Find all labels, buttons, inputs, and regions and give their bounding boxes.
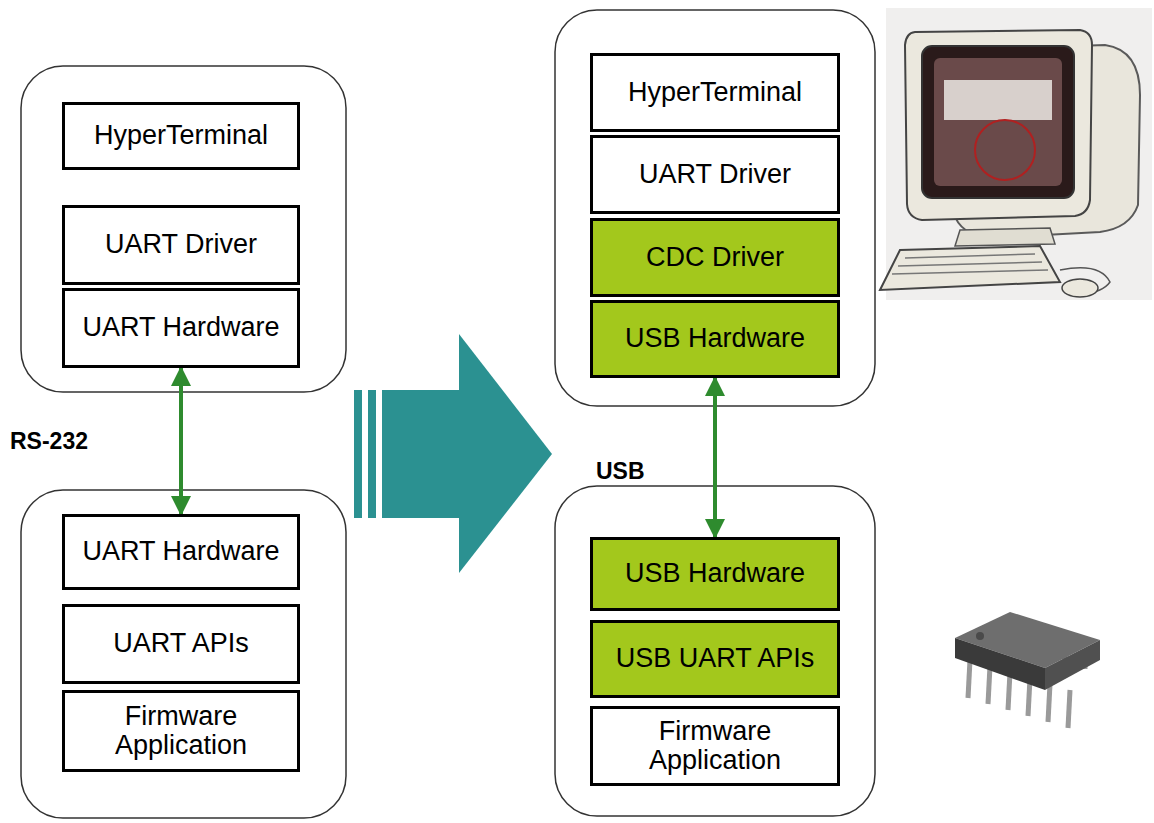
pc-container bbox=[21, 66, 346, 392]
arrow-stripe bbox=[368, 390, 376, 518]
chip-end bbox=[1045, 640, 1100, 690]
layer-box: UART Hardware bbox=[62, 288, 300, 368]
layer-label: HyperTerminal bbox=[94, 121, 268, 150]
link-arrow bbox=[713, 378, 717, 537]
chip-side bbox=[955, 638, 1045, 690]
link-arrow bbox=[179, 368, 183, 514]
layer-label: CDC Driver bbox=[646, 243, 784, 272]
layer-label: HyperTerminal bbox=[628, 78, 802, 107]
layer-box: UART Driver bbox=[62, 205, 300, 285]
layer-box: UART Hardware bbox=[62, 514, 300, 590]
layer-label: UART Hardware bbox=[82, 313, 279, 342]
keyboard bbox=[880, 246, 1060, 290]
mouse bbox=[1062, 279, 1098, 297]
chip-notch bbox=[976, 632, 984, 640]
arrow-head bbox=[459, 334, 552, 573]
layer-label: Firmware Application bbox=[599, 717, 831, 775]
monitor-stand bbox=[955, 228, 1055, 246]
layer-box: USB Hardware bbox=[590, 300, 840, 378]
layer-label: Firmware Application bbox=[71, 702, 291, 760]
link-name: USB bbox=[596, 458, 645, 485]
layer-box: HyperTerminal bbox=[590, 53, 840, 132]
arrow-stripe bbox=[354, 390, 362, 518]
screen-glow bbox=[934, 58, 1062, 186]
screen-circle bbox=[975, 120, 1035, 180]
link-name: RS-232 bbox=[10, 428, 88, 455]
arrow-body bbox=[382, 390, 460, 518]
layer-box: CDC Driver bbox=[590, 218, 840, 297]
layer-label: UART APIs bbox=[113, 629, 249, 658]
computer-illustration bbox=[880, 8, 1152, 300]
layer-box: USB Hardware bbox=[590, 537, 840, 611]
monitor-front bbox=[905, 30, 1092, 220]
layer-box: UART Driver bbox=[590, 135, 840, 214]
keyboard-keys bbox=[892, 254, 1048, 274]
layer-label: UART Driver bbox=[105, 230, 257, 259]
pc-container bbox=[555, 10, 875, 406]
device-container bbox=[21, 490, 346, 818]
layer-box: UART APIs bbox=[62, 604, 300, 684]
layer-label: UART Hardware bbox=[82, 537, 279, 566]
layer-box: USB UART APIs bbox=[590, 620, 840, 698]
monitor-screen bbox=[922, 46, 1074, 198]
layer-box: Firmware Application bbox=[62, 690, 300, 772]
layer-label: USB Hardware bbox=[625, 559, 805, 588]
layer-label: USB Hardware bbox=[625, 324, 805, 353]
layer-label: UART Driver bbox=[639, 160, 791, 189]
chip-illustration bbox=[955, 612, 1100, 728]
screen-window bbox=[944, 80, 1052, 120]
layer-label: USB UART APIs bbox=[616, 644, 815, 673]
layer-box: HyperTerminal bbox=[62, 102, 300, 170]
layer-box: Firmware Application bbox=[590, 706, 840, 786]
